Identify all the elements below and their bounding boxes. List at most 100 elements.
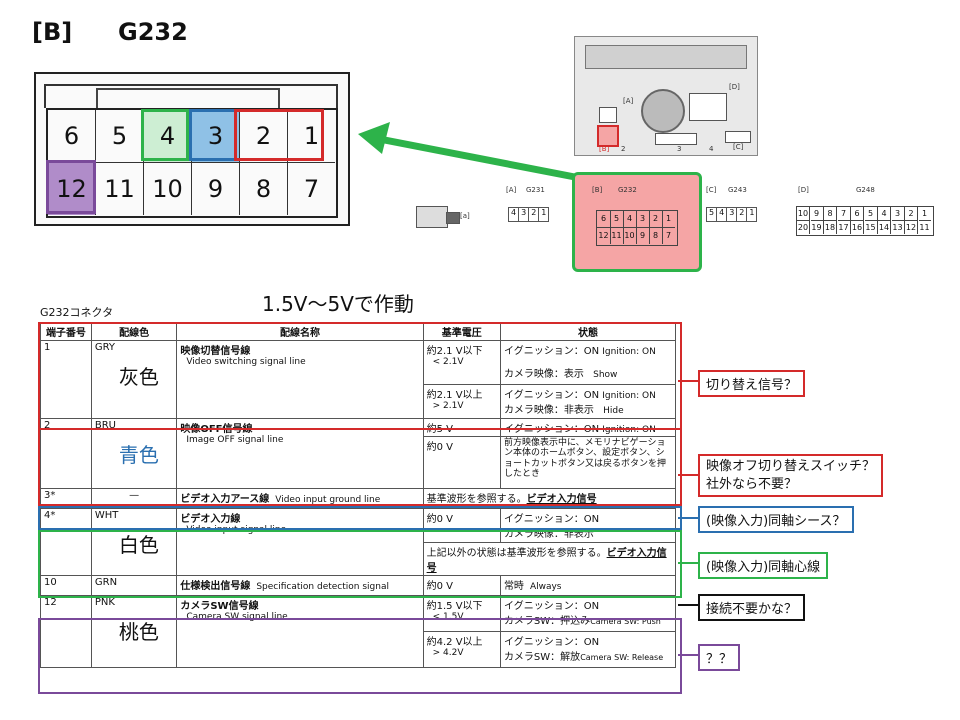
conn-b-name: G232 [618,186,637,194]
state-cell: イグニッション：ON カメラSW：押込みCamera SW: Push [499,595,677,632]
conn-b-pin: 10 [623,228,637,244]
table-header-row: 端子番号 配線色 配線名称 基準電圧 状態 [40,322,677,341]
device-label: [A] [623,97,634,105]
wire-code: PNK [94,597,115,608]
wire-color-jp: 灰色 [118,365,159,389]
pin-3-outline [38,506,682,530]
table-row: 4* WHT 白色 ビデオ入力線 Video input signal line… [40,508,677,576]
voltage: 約2.1 V以下 [426,346,483,357]
wire-color-cell: WHT 白色 [90,508,178,576]
wire-name: 仕様検出信号線 [180,581,251,592]
wire-color-jp: 白色 [118,533,159,557]
wire-name: ビデオ入力アース線 [180,494,270,505]
state: イグニッション：ON [503,390,600,401]
conn-d-pin: 19 [811,221,824,234]
video-signal-link[interactable]: ビデオ入力信号 [526,494,597,505]
wire-code: WHT [94,510,119,521]
conn-d-pin: 11 [919,223,930,232]
state-en: Camera SW: Push [590,617,661,626]
table-label: G232コネクタ [40,306,114,319]
conn-d-pin: 17 [838,221,851,234]
conn-b-pin: 12 [597,228,611,244]
desc: 基準波形を参照する。 [426,494,527,505]
wire-name: 映像切替信号線 [180,346,251,357]
note-line [678,474,698,476]
table-row: 12 PNK 桃色 カメラSW信号線 Camera SW signal line… [40,595,677,668]
pin-12-outline [38,618,682,694]
state: イグニッション：ON [503,601,600,612]
note-pin-3: (映像入力)同軸シース？ [698,506,854,533]
conn-b-pin: 4 [623,211,637,228]
note-line [678,654,698,656]
conn-d-pin: 9 [810,207,824,221]
conn-b-tag: [B] [592,186,603,194]
state-en: Camera SW: Release [580,653,664,662]
conn-d-pin: 1 [918,207,931,221]
device-label: [D] [729,83,740,91]
conn-d-pin: 2 [905,207,918,221]
voltage: 約0 V [422,436,501,489]
connector-b-highlight-box [572,172,702,272]
note-line [678,380,698,382]
pin-cell: 11 [96,163,144,215]
wire-name-en: Image OFF signal line [186,435,284,445]
connector-notch [96,88,280,108]
video-signal-link[interactable]: ビデオ入力信号 [426,548,667,574]
pin-cell: 8 [240,163,288,215]
conn-d-pin: 7 [837,207,851,221]
conn-d-pin: 5 [864,207,878,221]
voltage-cell: 約2.1 V以下 < 2.1V [422,340,501,385]
device-label: [C] [733,143,744,151]
pin-cell: 3 [192,110,240,163]
pin-3-highlight [189,109,237,161]
wire-color-cell: GRY 灰色 [90,340,178,419]
conn-b-pin: 6 [597,211,611,228]
state-cell: イグニッション：ON Ignition: ON カメラ映像：表示 Show [499,340,677,385]
wire-color-cell: PNK 桃色 [90,595,178,668]
state: イグニッション：ON [503,514,600,525]
wire-name-en: Video switching signal line [186,357,306,367]
conn-d-pin: 14 [878,221,891,234]
note-line [678,604,698,606]
state: カメラ映像：非表示 [503,405,594,416]
conn-d-pin: 6 [851,207,864,221]
device-label: 2 [621,145,626,153]
connector-pin-grid: 6 5 4 3 2 1 12 11 10 9 8 7 [46,108,338,218]
camera-plug-icon [416,206,448,228]
device-label: 3 [677,145,682,153]
conn-b-pins: 6 5 4 3 2 1 12 11 10 9 8 7 [596,210,678,246]
conn-a-tag: [A] [506,186,517,194]
conn-c-name: G243 [728,186,747,194]
state: 前方映像表示中に、メモリナビゲーション本体のホームボタン、設定ボタン、ショートカ… [499,436,677,489]
connector-latch [44,84,338,108]
wire-color-jp: 桃色 [118,620,159,644]
conn-b-pin: 2 [649,211,663,228]
conn-c-pins: 5 4 3 2 1 [706,207,758,222]
state-en: Always [529,582,562,592]
wire-name-en: Video input ground line [275,495,381,505]
voltage-cell: 約1.5 V以下 < 1.5V [422,595,501,632]
conn-d-pin: 8 [824,207,837,221]
note-pin-12: ？？ [698,644,741,671]
table-row: 約0 V 前方映像表示中に、メモリナビゲーション本体のホームボタン、設定ボタン、… [41,436,677,489]
conn-c-pin: 5 [707,208,718,221]
state-en: Ignition: ON [602,391,656,401]
pin-12-highlight [46,160,96,214]
state: カメラ映像：表示 [503,369,584,380]
navigation-unit-rear: [A] [B] 2 3 4 [C] [D] [574,36,758,156]
note-pin-2: 映像オフ切り替えスイッチ？ 社外なら不要？ [698,454,884,498]
device-label: 4 [709,145,714,153]
voltage-en: > 4.2V [432,648,464,658]
conn-d-pin: 20 [797,221,810,234]
conn-d-pin: 15 [865,221,878,234]
voltage-heading: 1.5V～5Vで作動 [262,292,414,316]
device-label: [B] [599,145,610,153]
pin-4-outline [38,530,682,598]
pin-2-outline [38,428,682,506]
conn-d-tag: [D] [798,186,809,194]
voltage-en: < 2.1V [432,357,464,367]
pin-cell: 9 [192,163,240,215]
voltage-cell: 約4.2 V以上 > 4.2V [422,631,501,668]
voltage: 約1.5 V以下 [426,601,483,612]
connector-name: G232 [118,18,188,46]
